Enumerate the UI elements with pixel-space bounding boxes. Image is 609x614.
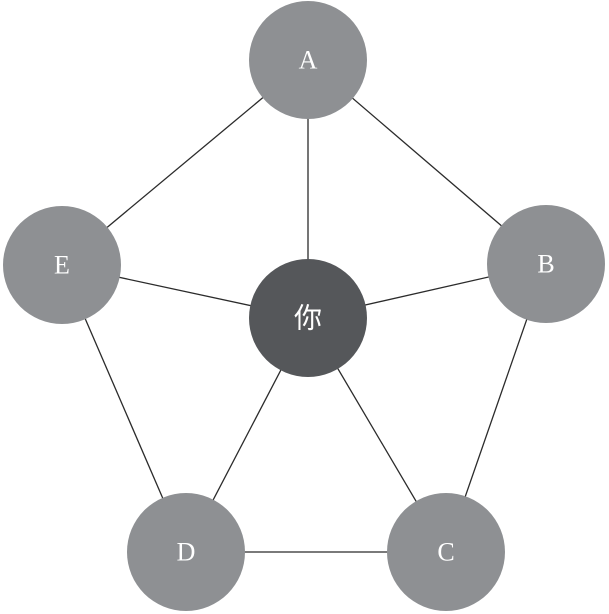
node-e-label: E <box>54 251 70 280</box>
node-d: D <box>127 493 245 611</box>
node-e: E <box>3 206 121 324</box>
node-c: C <box>387 493 505 611</box>
node-b-label: B <box>537 250 554 279</box>
node-e-circle <box>3 206 121 324</box>
node-you-circle <box>249 259 367 377</box>
node-a: A <box>249 1 367 119</box>
node-b: B <box>487 205 605 323</box>
node-b-circle <box>487 205 605 323</box>
nodes-layer: A B C D E 你 <box>3 1 605 611</box>
node-a-circle <box>249 1 367 119</box>
node-you: 你 <box>249 259 367 377</box>
node-c-circle <box>387 493 505 611</box>
node-c-label: C <box>437 538 454 567</box>
node-d-label: D <box>177 538 196 567</box>
node-you-label: 你 <box>294 302 322 335</box>
node-d-circle <box>127 493 245 611</box>
node-a-label: A <box>299 46 318 75</box>
